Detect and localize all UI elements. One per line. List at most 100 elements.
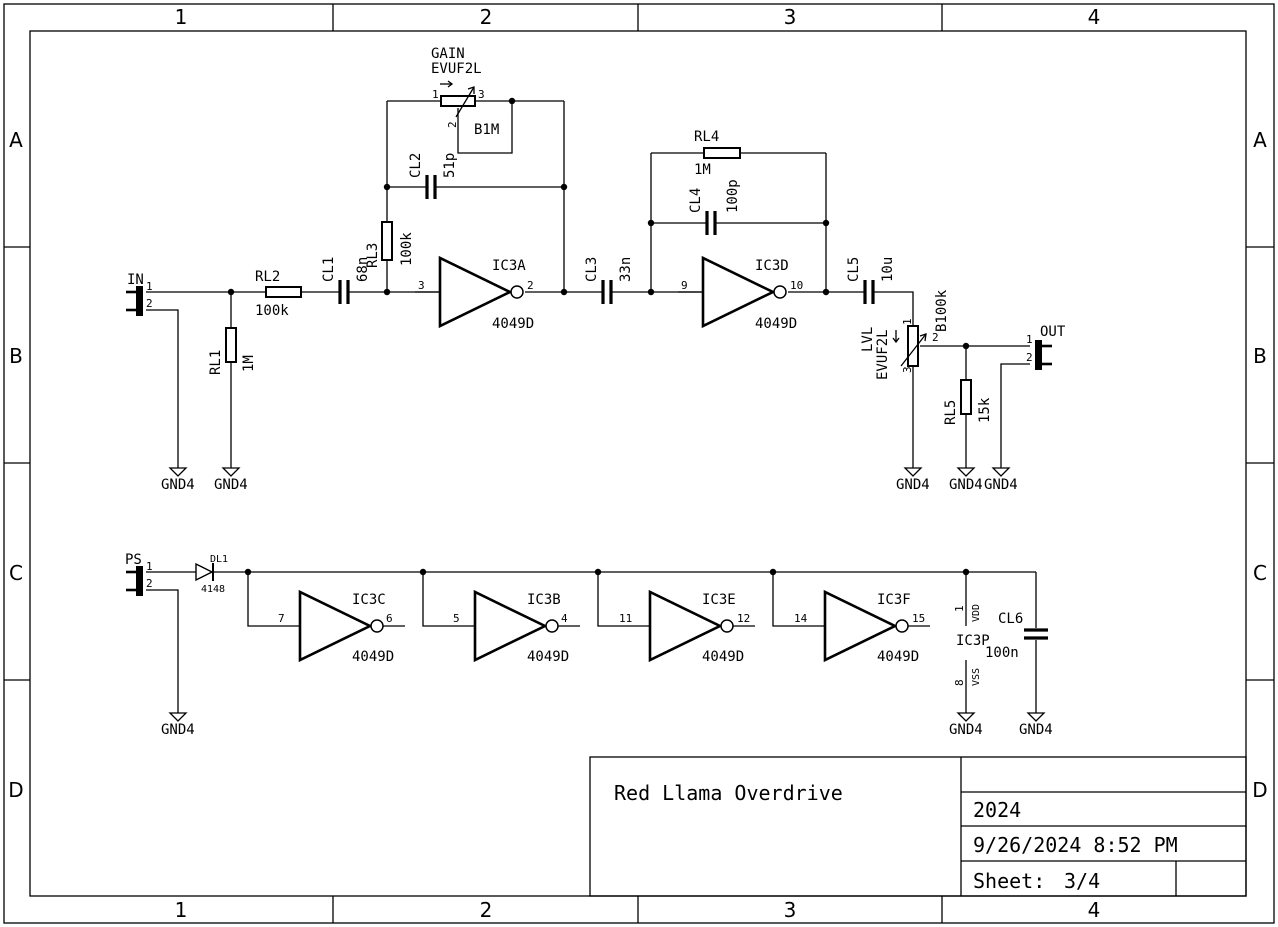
ic3a-name: IC3A <box>492 258 526 274</box>
title-text: Red Llama Overdrive <box>614 781 843 805</box>
col-label-4-top: 4 <box>1088 5 1101 29</box>
svg-text:2: 2 <box>527 279 534 292</box>
ic3c-value: 4049D <box>352 649 394 665</box>
cl1-name: CL1 <box>321 257 337 282</box>
rl3-value: 100k <box>399 232 415 266</box>
svg-text:3: 3 <box>418 279 425 292</box>
rl5-value: 15k <box>977 397 993 423</box>
sheet-label: Sheet: <box>973 869 1045 893</box>
resistor-rl4: RL4 1M <box>694 129 741 178</box>
ic-power-pins: 1 VDD IC3P 8 VSS <box>953 604 990 686</box>
inverter-ic3a: 3 2 IC3A 4049D <box>415 255 534 332</box>
cl6-value: 100n <box>985 645 1019 661</box>
rl3-name: RL3 <box>365 243 381 268</box>
inverter-ic3e: 11 12 IC3E 4049D <box>619 589 755 665</box>
connector-out: OUT 1 2 <box>1026 324 1066 370</box>
out-label: OUT <box>1040 324 1066 340</box>
rl4-value: 1M <box>694 162 711 178</box>
inverter-ic3c: 7 6 IC3C 4049D <box>278 589 405 665</box>
cl5-value: 10u <box>880 257 896 282</box>
inverter-ic3d: 9 10 IC3D 4049D <box>678 255 803 332</box>
rl5-name: RL5 <box>943 400 959 425</box>
col-label-4-bottom: 4 <box>1088 898 1101 922</box>
drawing-frame: 1 2 3 4 1 2 3 4 A B C D A B C D <box>3 3 1275 924</box>
svg-text:1: 1 <box>146 560 153 573</box>
ic3a-value: 4049D <box>492 316 534 332</box>
cl4-value: 100p <box>725 179 741 213</box>
gain-part: EVUF2L <box>431 61 482 77</box>
row-label-a-left: A <box>9 128 23 152</box>
dl1-name: DL1 <box>210 554 228 565</box>
ic3d-name: IC3D <box>755 258 789 274</box>
ic3f-name: IC3F <box>877 592 911 608</box>
potentiometer-gain: GAIN EVUF2L B1M 1 3 2 <box>431 46 499 138</box>
col-label-1-top: 1 <box>175 5 188 29</box>
dl1-value: 4148 <box>201 584 225 595</box>
svg-text:2: 2 <box>932 331 939 344</box>
sheet-value: 3/4 <box>1064 869 1100 893</box>
gnd-rl5: GND4 <box>949 467 983 493</box>
ic3b-value: 4049D <box>527 649 569 665</box>
gnd-label: GND4 <box>984 477 1018 493</box>
gnd-out: GND4 <box>984 467 1018 493</box>
connector-in: IN 1 2 <box>126 272 153 316</box>
title-block: Red Llama Overdrive 2024 9/26/2024 8:52 … <box>589 756 1247 897</box>
resistor-rl3: RL3 100k <box>365 221 415 268</box>
row-label-c-left: C <box>9 561 23 585</box>
svg-text:3: 3 <box>901 366 914 373</box>
gain-name: GAIN <box>431 46 465 62</box>
vss-label: VSS <box>971 668 982 686</box>
svg-text:9: 9 <box>681 279 688 292</box>
datetime-text: 9/26/2024 8:52 PM <box>973 833 1178 857</box>
svg-text:1: 1 <box>146 280 153 293</box>
svg-text:8: 8 <box>953 679 966 686</box>
svg-text:14: 14 <box>794 612 808 625</box>
ic3f-value: 4049D <box>877 649 919 665</box>
svg-text:1: 1 <box>432 88 439 101</box>
svg-text:1: 1 <box>953 605 966 612</box>
col-label-3-bottom: 3 <box>784 898 797 922</box>
row-label-c-right: C <box>1253 561 1267 585</box>
rl1-value: 1M <box>241 355 257 372</box>
capacitor-cl3: CL3 33n <box>584 257 634 304</box>
svg-text:1: 1 <box>1026 333 1033 346</box>
svg-text:12: 12 <box>737 612 750 625</box>
svg-text:2: 2 <box>146 297 153 310</box>
svg-text:7: 7 <box>278 612 285 625</box>
junction-dots <box>227 97 970 576</box>
lvl-part: EVUF2L <box>875 329 891 380</box>
row-label-b-left: B <box>9 344 23 368</box>
gnd-label: GND4 <box>949 477 983 493</box>
capacitor-cl6: CL6 100n <box>985 611 1048 661</box>
svg-text:4: 4 <box>561 612 568 625</box>
row-label-b-right: B <box>1253 344 1267 368</box>
rl2-value: 100k <box>255 303 289 319</box>
capacitor-cl4: CL4 100p <box>688 179 741 235</box>
gnd-lvl: GND4 <box>896 467 930 493</box>
gain-value: B1M <box>474 122 499 138</box>
col-label-1-bottom: 1 <box>175 898 188 922</box>
cl6-name: CL6 <box>998 611 1023 627</box>
col-label-2-top: 2 <box>480 5 493 29</box>
svg-text:10: 10 <box>790 279 803 292</box>
gnd-ic3p: GND4 <box>949 712 983 738</box>
row-label-d-right: D <box>1252 778 1267 802</box>
wires-power <box>146 571 1037 713</box>
year-text: 2024 <box>973 798 1021 822</box>
gnd-ps: GND4 <box>161 712 195 738</box>
ps-label: PS <box>125 552 142 568</box>
gnd-in: GND4 <box>161 467 195 493</box>
gnd-cl6: GND4 <box>1019 712 1053 738</box>
diode-dl1: DL1 4148 <box>195 554 228 595</box>
ic3c-name: IC3C <box>352 592 386 608</box>
cl3-value: 33n <box>618 257 634 282</box>
svg-text:15: 15 <box>912 612 925 625</box>
svg-text:2: 2 <box>446 121 459 128</box>
resistor-rl5: RL5 15k <box>943 379 993 425</box>
connector-ps: PS 1 2 <box>125 552 153 596</box>
cl3-name: CL3 <box>584 257 600 282</box>
capacitor-cl5: CL5 10u <box>846 257 896 304</box>
resistor-rl2: RL2 100k <box>255 269 302 319</box>
potentiometer-lvl: LVL EVUF2L B100k 1 2 3 <box>860 289 950 380</box>
